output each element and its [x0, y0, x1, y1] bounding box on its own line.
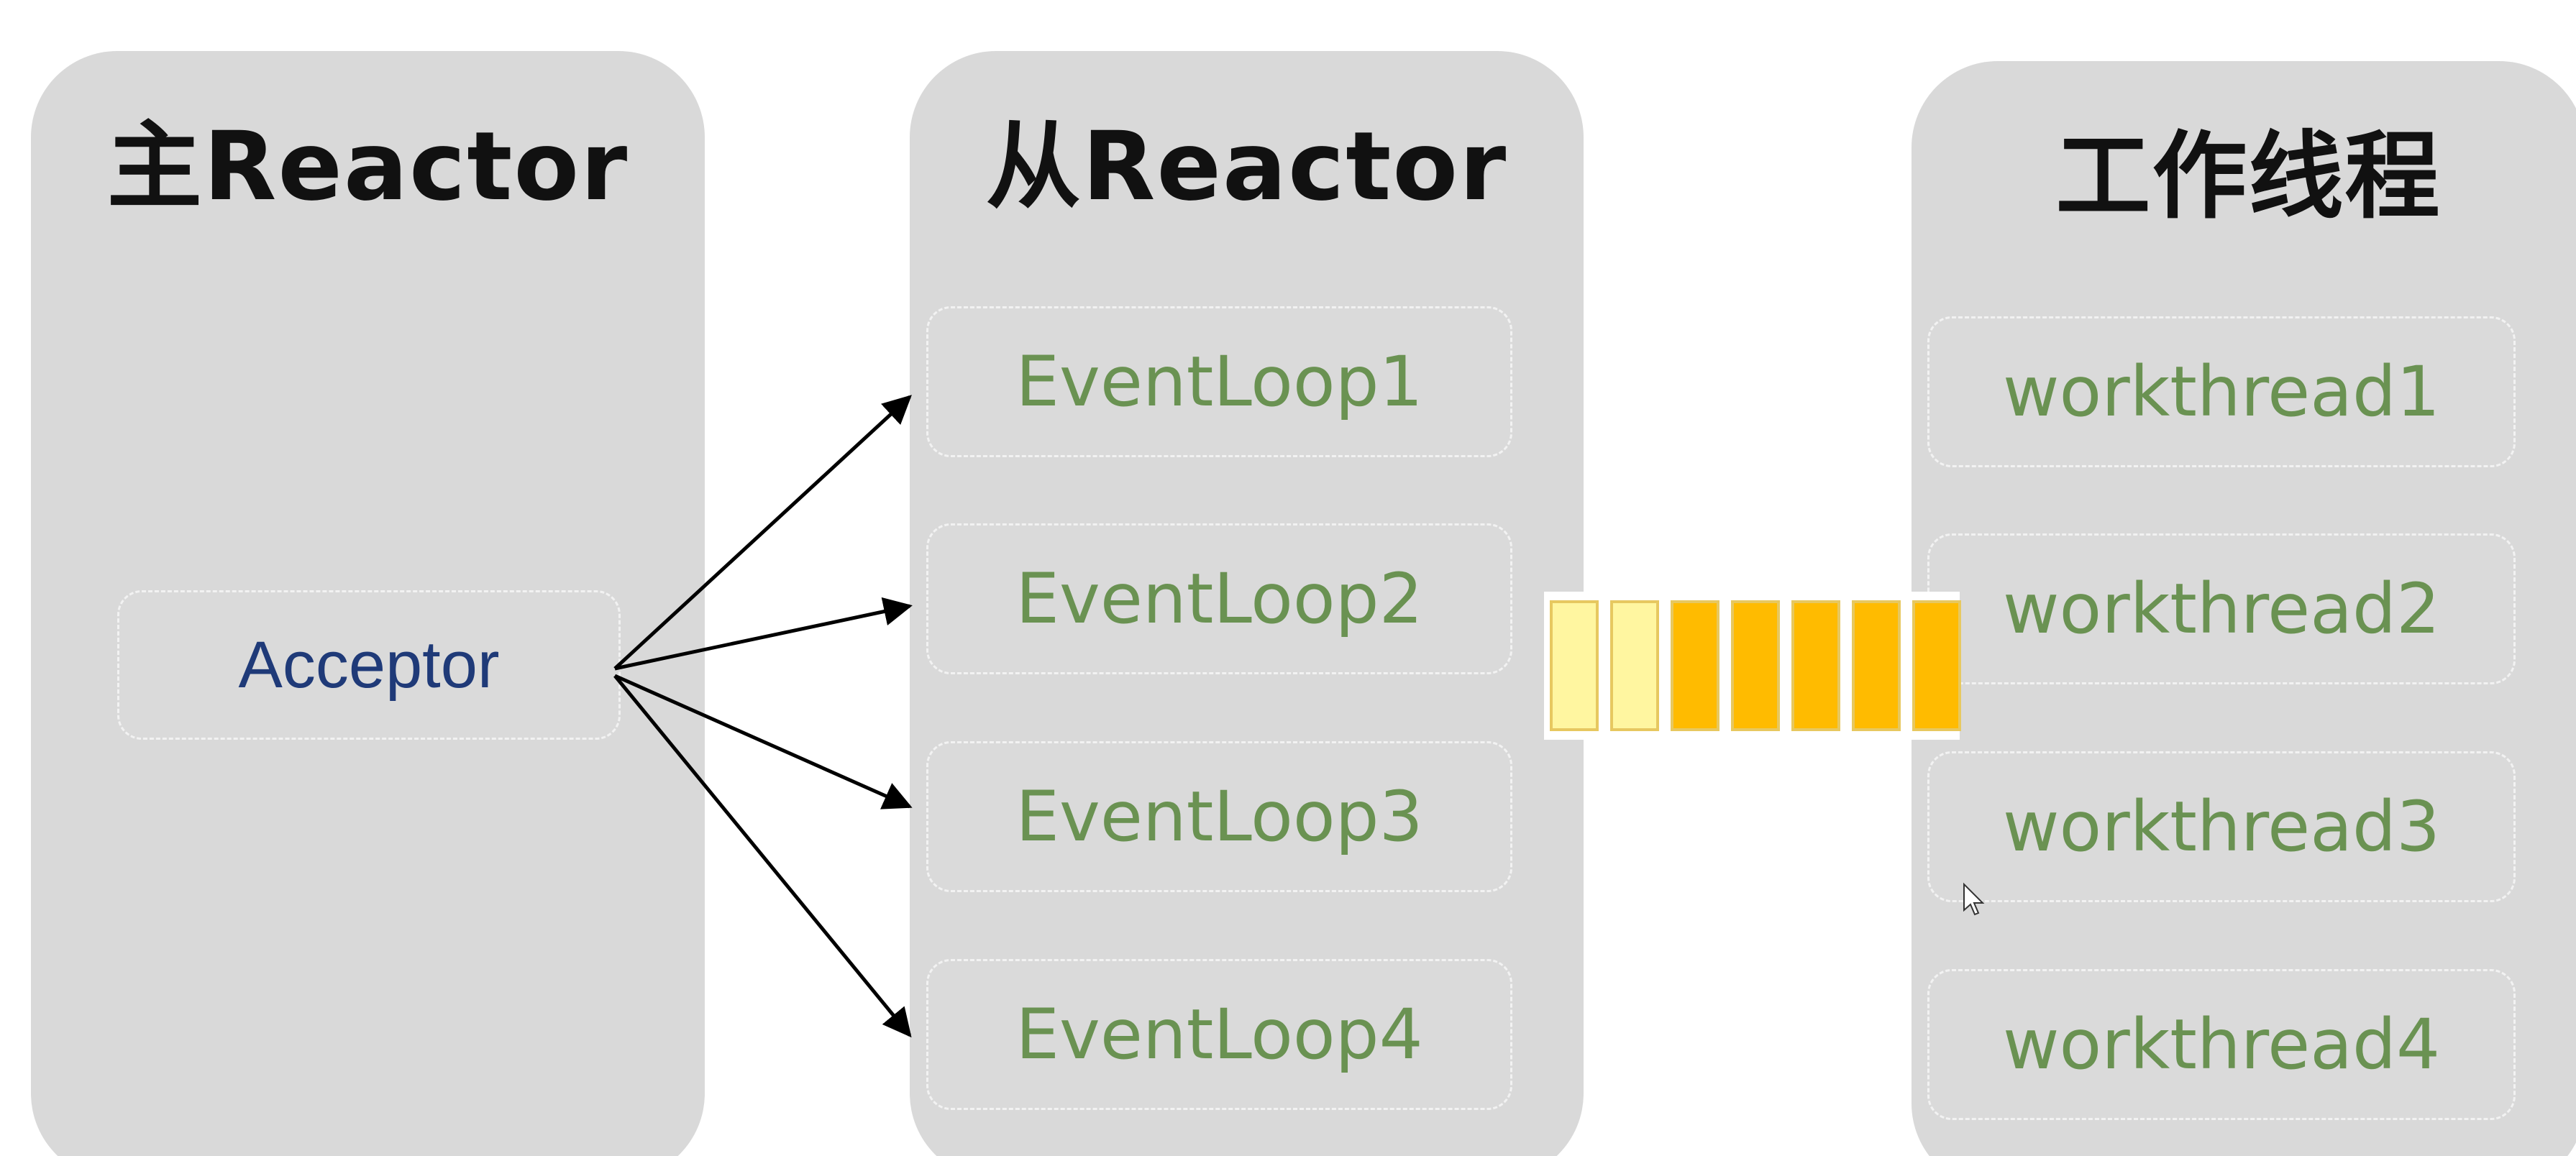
workthread-4: workthread4: [1927, 969, 2516, 1120]
worker-threads-panel: 工作线程 workthread1 workthread2 workthread3…: [1912, 61, 2576, 1156]
main-reactor-title: 主Reactor: [106, 111, 629, 222]
queue-slot-4-filled: [1731, 600, 1780, 731]
queue-slot-2-empty: [1610, 600, 1659, 731]
event-loop-2: EventLoop2: [926, 523, 1512, 674]
workthread-3: workthread3: [1927, 751, 2516, 902]
sub-reactor-title: 从Reactor: [985, 111, 1508, 222]
queue-slot-3-filled: [1671, 600, 1719, 731]
workthread-1: workthread1: [1927, 316, 2516, 467]
queue-slot-6-filled: [1852, 600, 1901, 731]
event-loop-4: EventLoop4: [926, 959, 1512, 1110]
sub-reactor-panel: 从Reactor EventLoop1 EventLoop2 EventLoop…: [910, 51, 1584, 1156]
queue-slot-1-empty: [1550, 600, 1599, 731]
event-loop-3: EventLoop3: [926, 741, 1512, 892]
queue-slot-5-filled: [1791, 600, 1840, 731]
acceptor-box: Acceptor: [117, 590, 621, 740]
task-queue: [1544, 592, 1961, 740]
event-loop-1: EventLoop1: [926, 306, 1512, 457]
worker-threads-title: 工作线程: [2055, 121, 2442, 232]
queue-slot-7-filled: [1912, 600, 1961, 731]
workthread-2: workthread2: [1927, 533, 2516, 684]
main-reactor-panel: 主Reactor Acceptor: [31, 51, 705, 1156]
